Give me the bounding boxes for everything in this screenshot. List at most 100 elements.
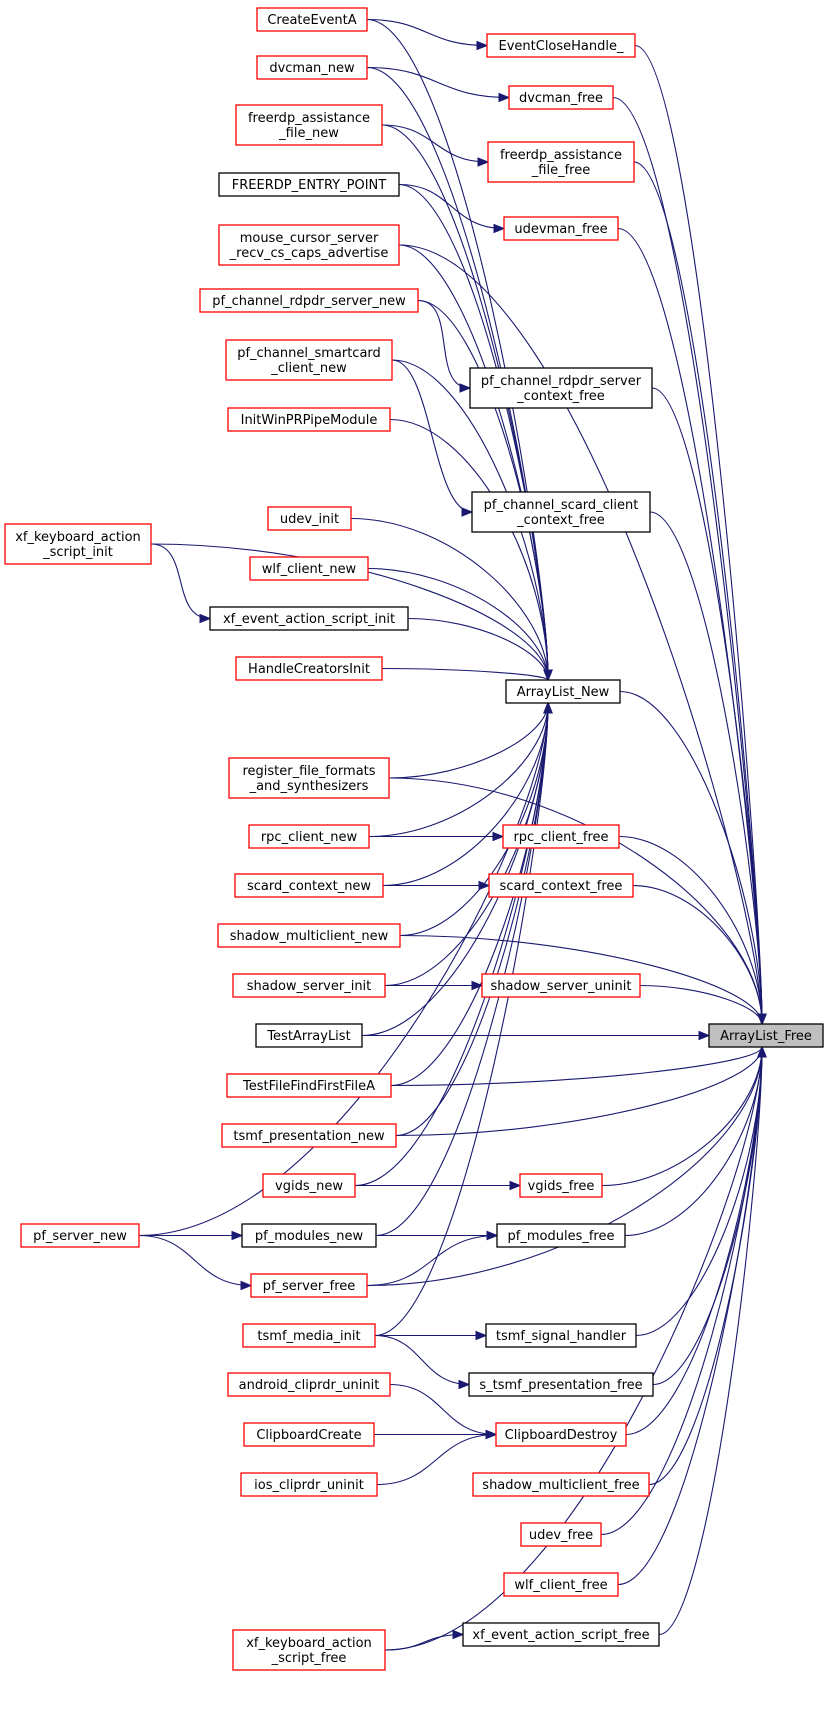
node-pf-channel-rdpdr-server-context-free[interactable]: pf_channel_rdpdr_server_context_free — [469, 367, 653, 409]
node-shadow-server-init[interactable]: shadow_server_init — [232, 973, 386, 998]
node-box — [471, 491, 651, 533]
node-freerdp-entry-point[interactable]: FREERDP_ENTRY_POINT — [218, 172, 400, 197]
call-edge — [376, 1429, 498, 1486]
node-box — [255, 1023, 363, 1048]
node-label: ClipboardCreate — [256, 1428, 361, 1443]
call-edge-line — [399, 702, 549, 937]
call-edge — [374, 1330, 488, 1341]
node-register-file-formats[interactable]: register_file_formats_and_synthesizers — [228, 757, 390, 799]
node-label: TestArrayList — [266, 1029, 350, 1044]
arrowhead — [486, 1230, 499, 1241]
node-label: xf_event_action_script_free — [472, 1628, 649, 1643]
node-label: wlf_client_free — [514, 1578, 607, 1593]
node-dvcman-free[interactable]: dvcman_free — [508, 85, 614, 110]
node-box — [508, 85, 614, 110]
node-label: ArrayList_New — [517, 685, 610, 700]
node-android-cliprdr-uninit[interactable]: android_cliprdr_uninit — [227, 1372, 391, 1397]
node-box — [240, 1472, 378, 1497]
call-edge-line — [366, 1234, 498, 1287]
node-dvcman-new[interactable]: dvcman_new — [256, 55, 368, 80]
node-xf-keyboard-action-script-free[interactable]: xf_keyboard_action_script_free — [232, 1629, 386, 1671]
node-wlf-client-free[interactable]: wlf_client_free — [503, 1572, 619, 1597]
node-tsmf-media-init[interactable]: tsmf_media_init — [242, 1323, 376, 1348]
call-edge — [374, 1334, 471, 1390]
node-arraylist-free: ArrayList_Free — [708, 1023, 824, 1048]
node-mouse-cursor[interactable]: mouse_cursor_server_recv_cs_caps_adverti… — [218, 224, 400, 266]
call-edge — [150, 543, 212, 624]
node-shadow-server-uninit[interactable]: shadow_server_uninit — [481, 973, 641, 998]
node-box — [520, 1522, 602, 1547]
node-scard-context-new[interactable]: scard_context_new — [234, 873, 384, 898]
node-freerdp-assistance-file-new[interactable]: freerdp_assistance_file_new — [235, 104, 383, 146]
call-edge-line — [600, 1046, 763, 1536]
node-testarraylist[interactable]: TestArrayList — [255, 1023, 363, 1048]
call-edge-line — [150, 543, 549, 681]
node-pf-modules-free[interactable]: pf_modules_free — [496, 1223, 626, 1248]
node-arraylist-new[interactable]: ArrayList_New — [505, 679, 621, 704]
call-edge-line — [381, 667, 549, 681]
node-udev-free[interactable]: udev_free — [520, 1522, 602, 1547]
call-edge — [139, 1230, 244, 1241]
node-handlecreatorsinit[interactable]: HandleCreatorsInit — [235, 656, 383, 681]
node-testfilefindfirstfilea[interactable]: TestFileFindFirstFileA — [226, 1073, 392, 1098]
node-box — [226, 1073, 392, 1098]
node-xf-event-action-script-free[interactable]: xf_event_action_script_free — [462, 1622, 660, 1647]
node-udevman-free[interactable]: udevman_free — [503, 216, 619, 241]
call-edge-line — [366, 18, 488, 47]
node-label: _client_new — [270, 361, 347, 376]
node-tsmf-signal-handler[interactable]: tsmf_signal_handler — [485, 1323, 637, 1348]
node-label: dvcman_free — [519, 91, 603, 106]
node-vgids-free[interactable]: vgids_free — [519, 1173, 603, 1198]
node-pf-channel-rdpdr-server-new[interactable]: pf_channel_rdpdr_server_new — [199, 288, 419, 313]
node-box — [503, 1572, 619, 1597]
node-createeventa[interactable]: CreateEventA — [256, 7, 368, 32]
node-rpc-client-new[interactable]: rpc_client_new — [248, 824, 370, 849]
call-edge-line — [398, 183, 549, 681]
arrowhead — [757, 1045, 767, 1058]
node-xf-event-action-script-init[interactable]: xf_event_action_script_init — [209, 606, 409, 631]
node-label: _script_init — [42, 545, 113, 560]
node-box — [503, 216, 619, 241]
call-edge-line — [388, 702, 549, 779]
node-initwinprpipemodule[interactable]: InitWinPRPipeModule — [227, 407, 391, 432]
node-tsmf-presentation-new[interactable]: tsmf_presentation_new — [221, 1123, 397, 1148]
node-pf-channel-scard-client-context-free[interactable]: pf_channel_scard_client_context_free — [471, 491, 651, 533]
node-udev-init[interactable]: udev_init — [267, 506, 352, 531]
node-vgids-new[interactable]: vgids_new — [262, 1173, 356, 1198]
node-label: mouse_cursor_server — [240, 231, 379, 246]
node-box — [708, 1023, 824, 1048]
call-edge-line — [150, 543, 211, 620]
node-freerdp-assistance-file-free[interactable]: freerdp_assistance_file_free — [487, 141, 635, 183]
node-s-tsmf-presentation-free[interactable]: s_tsmf_presentation_free — [468, 1372, 654, 1397]
call-edge — [634, 44, 767, 1026]
node-label: rpc_client_free — [513, 830, 608, 845]
node-clipboarddestroy[interactable]: ClipboardDestroy — [495, 1422, 627, 1447]
node-label: s_tsmf_presentation_free — [479, 1378, 642, 1393]
call-edge-line — [632, 884, 763, 1025]
node-clipboardcreate[interactable]: ClipboardCreate — [243, 1422, 375, 1447]
node-label: pf_channel_smartcard — [237, 346, 381, 361]
node-pf-server-free[interactable]: pf_server_free — [250, 1273, 368, 1298]
node-shadow-multiclient-free[interactable]: shadow_multiclient_free — [472, 1472, 650, 1497]
node-ios-cliprdr-uninit[interactable]: ios_cliprdr_uninit — [240, 1472, 378, 1497]
call-edge — [398, 244, 767, 1026]
call-edge — [368, 701, 553, 838]
call-edge — [384, 1629, 465, 1651]
node-pf-server-new[interactable]: pf_server_new — [20, 1223, 140, 1248]
node-label: vgids_free — [528, 1179, 595, 1194]
node-shadow-multiclient-new[interactable]: shadow_multiclient_new — [217, 923, 401, 948]
node-eventclosehandle[interactable]: EventCloseHandle_ — [486, 33, 636, 58]
node-pf-modules-new[interactable]: pf_modules_new — [241, 1223, 377, 1248]
node-scard-context-free[interactable]: scard_context_free — [488, 873, 634, 898]
call-edge-line — [658, 1046, 763, 1636]
node-label: scard_context_free — [500, 879, 623, 894]
call-edge-line — [634, 44, 763, 1025]
node-wlf-client-new[interactable]: wlf_client_new — [249, 556, 369, 581]
node-pf-channel-smartcard-client-new[interactable]: pf_channel_smartcard_client_new — [225, 339, 393, 381]
node-box — [472, 1472, 650, 1497]
node-rpc-client-free[interactable]: rpc_client_free — [502, 824, 620, 849]
node-label: tsmf_media_init — [257, 1329, 360, 1344]
node-label: _and_synthesizers — [249, 779, 369, 794]
node-xf-keyboard-action-script-init[interactable]: xf_keyboard_action_script_init — [4, 523, 152, 565]
call-edge-line — [389, 1383, 497, 1436]
